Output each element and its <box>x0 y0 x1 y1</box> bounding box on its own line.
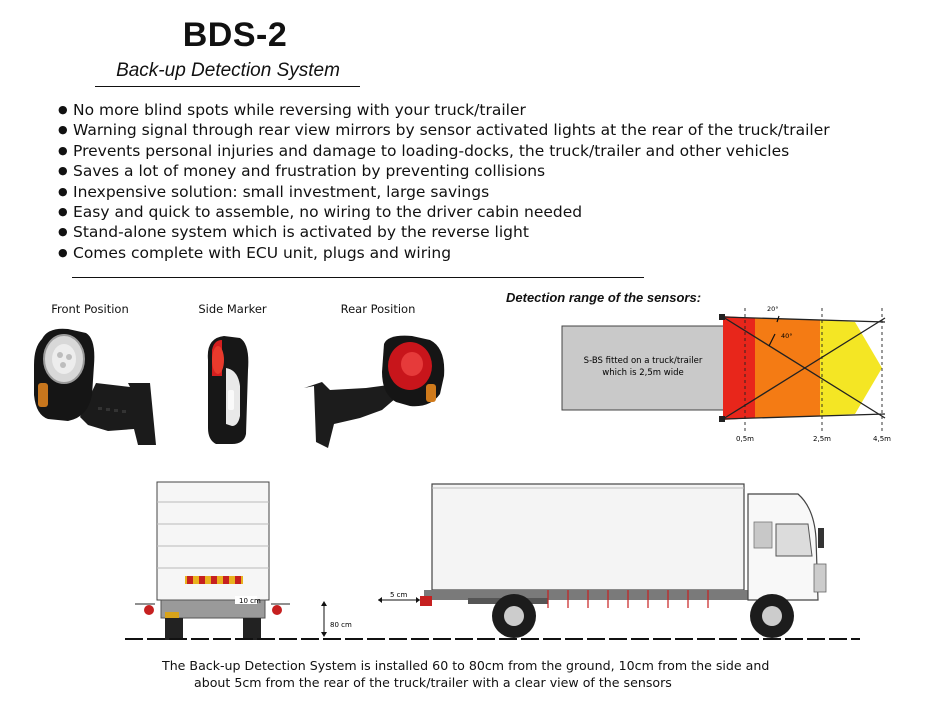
orange-zone <box>755 318 820 418</box>
angle-40-label: 40° <box>781 332 793 340</box>
installation-note-line-2: about 5cm from the rear of the truck/tra… <box>194 675 672 690</box>
detection-range-diagram: S-BS fitted on a truck/trailer which is … <box>561 305 891 443</box>
feature-item: Stand-alone system which is activated by… <box>58 222 830 243</box>
feature-item: Warning signal through rear view mirrors… <box>58 120 830 141</box>
subtitle-underline <box>95 86 360 87</box>
truck-side-view-illustration: 5 cm <box>378 483 827 638</box>
distance-4.5m-label: 4,5m <box>873 435 891 443</box>
side-marker-caption: Side Marker <box>198 302 267 316</box>
feature-item: Saves a lot of money and frustration by … <box>58 161 830 182</box>
rear-position-caption: Rear Position <box>340 302 416 316</box>
side-distance-label: 10 cm <box>239 597 261 605</box>
distance-0.5m-label: 0,5m <box>736 435 754 443</box>
truck-rear-view-illustration: 10 cm <box>135 481 290 640</box>
height-marker: 80 cm <box>321 601 352 637</box>
detection-range-title: Detection range of the sensors: <box>506 290 702 305</box>
feature-item: Comes complete with ECU unit, plugs and … <box>58 243 830 264</box>
feature-item: No more blind spots while reversing with… <box>58 100 830 121</box>
section-divider <box>72 277 644 278</box>
feature-item: Easy and quick to assemble, no wiring to… <box>58 202 830 223</box>
angle-20-label: 20° <box>767 305 779 313</box>
trailer-text-2: which is 2,5m wide <box>602 368 683 378</box>
yellow-zone <box>820 320 882 416</box>
front-position-caption: Front Position <box>51 302 129 316</box>
sensor-top <box>719 314 725 320</box>
detection-beam-lines <box>722 316 886 420</box>
feature-list: No more blind spots while reversing with… <box>58 100 830 264</box>
installation-note: The Back-up Detection System is installe… <box>140 657 800 691</box>
distance-guides <box>744 308 883 432</box>
rear-position-lamp-image <box>304 335 445 448</box>
feature-item: Inexpensive solution: small investment, … <box>58 182 830 203</box>
page-subtitle: Back-up Detection System <box>116 60 340 81</box>
trailer-rect <box>561 325 726 411</box>
feature-item: Prevents personal injuries and damage to… <box>58 141 830 162</box>
height-label: 80 cm <box>330 621 352 629</box>
sensor-bottom <box>719 416 725 422</box>
rear-distance-label: 5 cm <box>390 591 408 599</box>
side-marker-lamp-image <box>207 336 249 444</box>
angle-arrows <box>768 315 780 347</box>
page-title: BDS-2 <box>182 16 288 54</box>
distance-2.5m-label: 2,5m <box>813 435 831 443</box>
red-zone <box>723 316 755 420</box>
ground-line <box>125 638 860 640</box>
installation-note-line-1: The Back-up Detection System is installe… <box>162 658 770 673</box>
front-position-lamp-image <box>34 328 156 445</box>
trailer-text-1: S-BS fitted on a truck/trailer <box>584 356 703 366</box>
